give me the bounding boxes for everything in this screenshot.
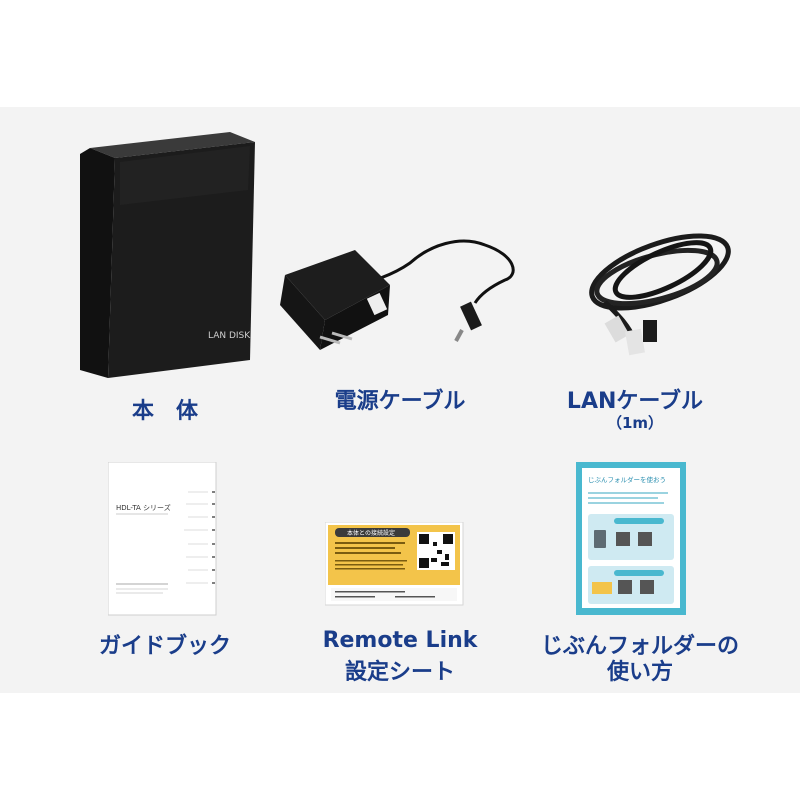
lan-cable-label: LANケーブル	[566, 389, 704, 414]
leaflet-cover-title: じぶんフォルダーを使おう	[588, 475, 666, 484]
guide-book-cover-title: HDL-TA シリーズ	[116, 503, 171, 512]
lan-disk-logo: LAN DISK	[208, 331, 251, 341]
sheet-heading: 本体との接続設定	[347, 529, 395, 537]
remote-link-sheet: 本体との接続設定	[325, 522, 465, 607]
power-cable-label: 電源ケーブル	[334, 389, 466, 414]
remote-link-label-line1: Remote Link	[322, 628, 478, 653]
lan-disk-unit: LAN DISK	[80, 130, 270, 390]
remote-link-label-line2: 設定シート	[344, 660, 455, 685]
lan-cable	[565, 222, 745, 367]
guide-book: HDL-TA シリーズ	[108, 462, 218, 617]
guide-book-label: ガイドブック	[98, 634, 231, 659]
jibun-folder-label-line2: 使い方	[606, 660, 673, 685]
power-adapter	[270, 225, 530, 360]
jibun-folder-leaflet: じぶんフォルダーを使おう	[576, 462, 688, 617]
lan-cable-length: （1m）	[606, 414, 664, 432]
jibun-folder-label-line1: じぶんフォルダーの	[540, 634, 739, 659]
unit-label: 本 体	[131, 399, 198, 424]
